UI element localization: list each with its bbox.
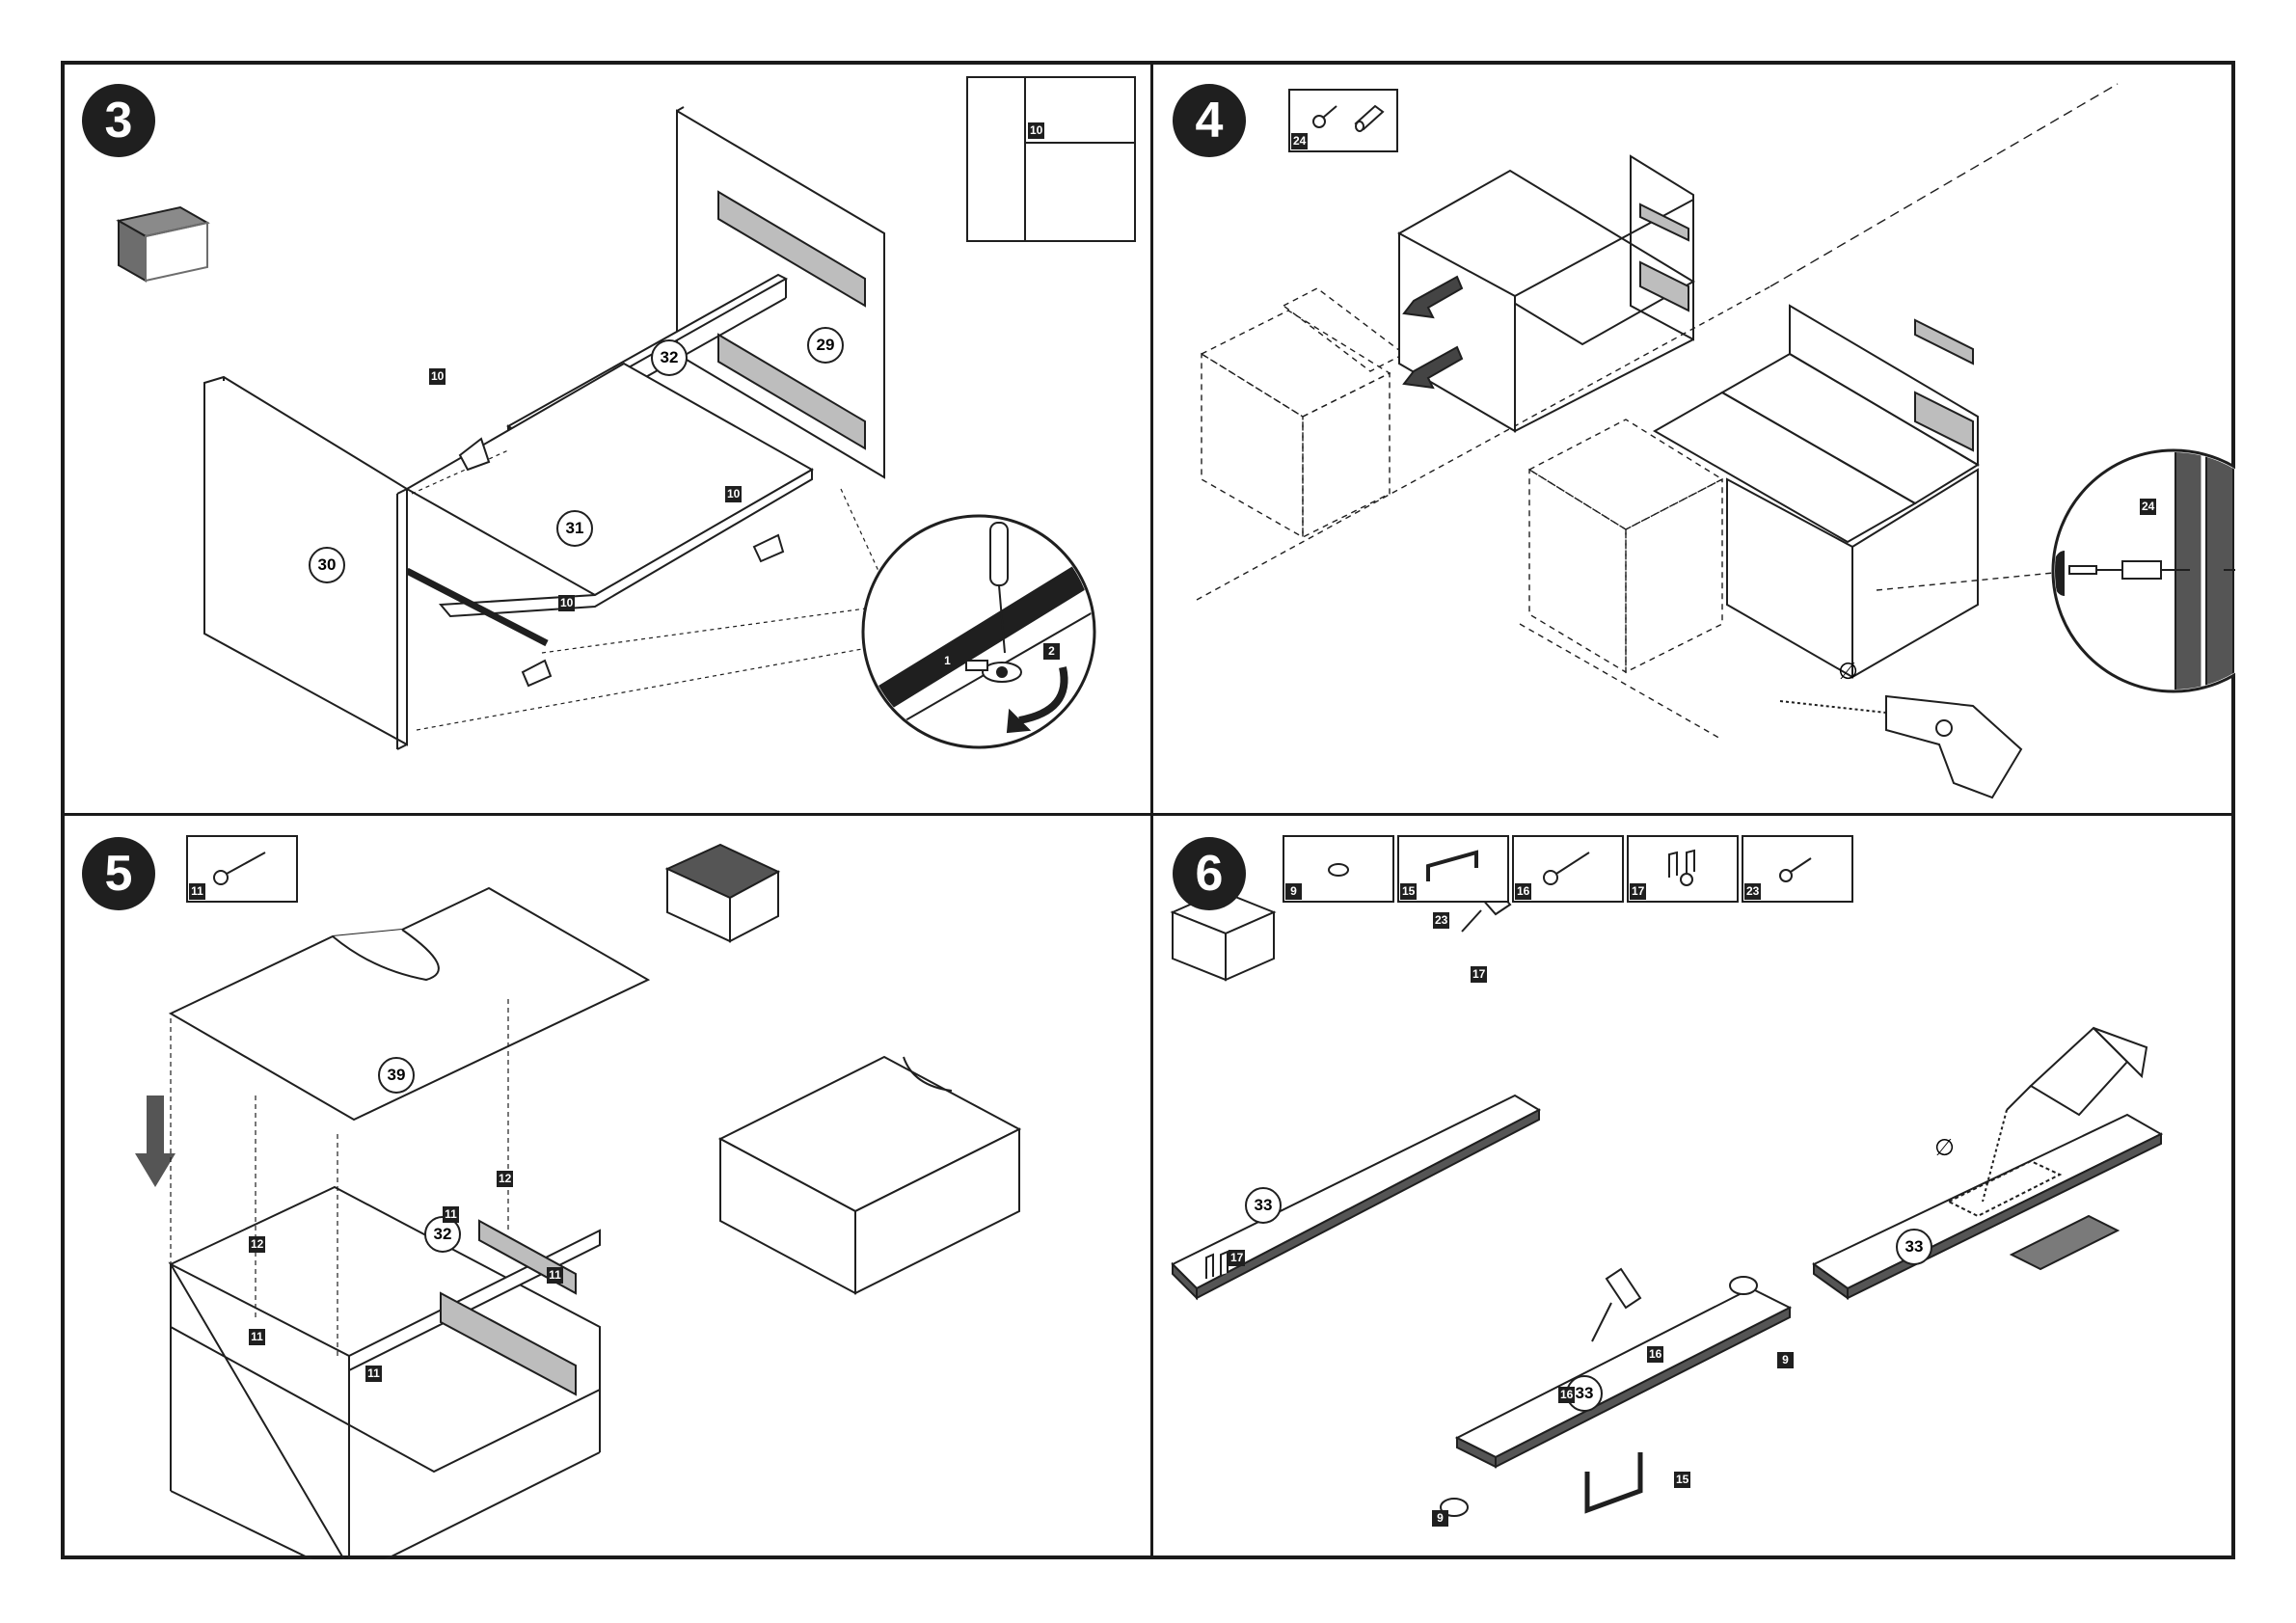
drill-diameter-symbol: ∅ xyxy=(1838,658,1858,686)
step-4-illustration xyxy=(1153,65,2235,813)
part-tag: 24 xyxy=(2140,499,2156,515)
part-tag: 9 xyxy=(1432,1510,1448,1527)
screw-icon xyxy=(1544,852,1589,884)
hardware-box-screw: 11 xyxy=(186,835,298,903)
part-tag: 10 xyxy=(558,595,575,611)
part-tag: 10 xyxy=(429,368,446,385)
part-tag: 16 xyxy=(1515,883,1531,900)
screw-icon xyxy=(1313,106,1337,127)
hardware-box-long-screw: 16 xyxy=(1512,835,1624,903)
part-label-30: 30 xyxy=(309,547,345,583)
part-label-39: 39 xyxy=(378,1057,415,1094)
part-tag: 24 xyxy=(1291,133,1308,149)
step-number: 4 xyxy=(1173,84,1246,157)
part-tag: 11 xyxy=(365,1366,382,1382)
part-label-31: 31 xyxy=(556,510,593,547)
part-tag: 17 xyxy=(1471,966,1487,983)
part-tag: 11 xyxy=(443,1206,459,1223)
part-tag: 17 xyxy=(1229,1250,1245,1266)
part-tag: 11 xyxy=(547,1267,563,1284)
dowel-icon xyxy=(1356,106,1383,131)
hardware-box-foot-pad: 9 xyxy=(1283,835,1394,903)
bracket-icon xyxy=(1669,851,1694,885)
part-tag: 12 xyxy=(249,1236,265,1253)
hardware-box-bracket: 17 xyxy=(1627,835,1739,903)
part-label-32: 32 xyxy=(651,339,688,376)
part-tag: 12 xyxy=(497,1171,513,1187)
part-label-33: 33 xyxy=(1245,1187,1282,1224)
detail-step-tag: 2 xyxy=(1043,643,1060,660)
part-tag: 23 xyxy=(1433,912,1449,929)
part-tag: 15 xyxy=(1400,883,1417,900)
part-label-29: 29 xyxy=(807,327,844,364)
part-tag: 11 xyxy=(249,1329,265,1345)
part-label-33: 33 xyxy=(1896,1229,1932,1265)
step-5-panel: 5 11 39 32 12 12 11 11 11 11 xyxy=(65,816,1150,1559)
step-5-illustration xyxy=(65,816,1150,1559)
hardware-box-short-screw: 23 xyxy=(1742,835,1853,903)
step-number: 6 xyxy=(1173,837,1246,910)
part-tag: 9 xyxy=(1777,1352,1794,1368)
screwdriver-icon xyxy=(1592,1269,1640,1341)
cabinet-thumbnail-icon xyxy=(119,207,207,281)
step-6-panel: 6 9 15 16 17 23 33 33 33 23 17 17 16 16 … xyxy=(1153,816,2235,1559)
step-4-panel: 4 24 24 ∅ xyxy=(1153,65,2235,813)
part-tag: 17 xyxy=(1630,883,1646,900)
handle-icon xyxy=(1428,852,1476,881)
part-tag: 11 xyxy=(189,883,205,900)
step-6-illustration xyxy=(1153,816,2235,1559)
part-tag: 15 xyxy=(1674,1472,1690,1488)
hardware-box-dowels: 24 xyxy=(1288,89,1398,152)
part-tag: 9 xyxy=(1285,883,1302,900)
part-tag: 10 xyxy=(1028,122,1044,139)
step-number: 5 xyxy=(82,837,155,910)
screw-icon xyxy=(1780,858,1811,881)
step-number: 3 xyxy=(82,84,155,157)
drill-diameter-symbol: ∅ xyxy=(1934,1134,1955,1162)
drill-icon xyxy=(1780,696,2021,798)
hardware-box-handle: 15 xyxy=(1397,835,1509,903)
part-tag: 16 xyxy=(1558,1387,1575,1403)
foot-pad-icon xyxy=(1329,864,1348,876)
detail-step-tag: 1 xyxy=(939,653,956,669)
instruction-sheet: 3 10 10 10 10 29 30 31 32 1 2 xyxy=(61,61,2235,1559)
step-3-panel: 3 10 10 10 10 29 30 31 32 1 2 xyxy=(65,65,1150,813)
screw-icon xyxy=(214,852,265,884)
part-tag: 16 xyxy=(1647,1346,1663,1363)
part-tag: 10 xyxy=(725,486,742,502)
handle-icon xyxy=(1587,1452,1640,1510)
part-tag: 23 xyxy=(1744,883,1761,900)
hardware-box-glue: 10 xyxy=(966,76,1136,242)
